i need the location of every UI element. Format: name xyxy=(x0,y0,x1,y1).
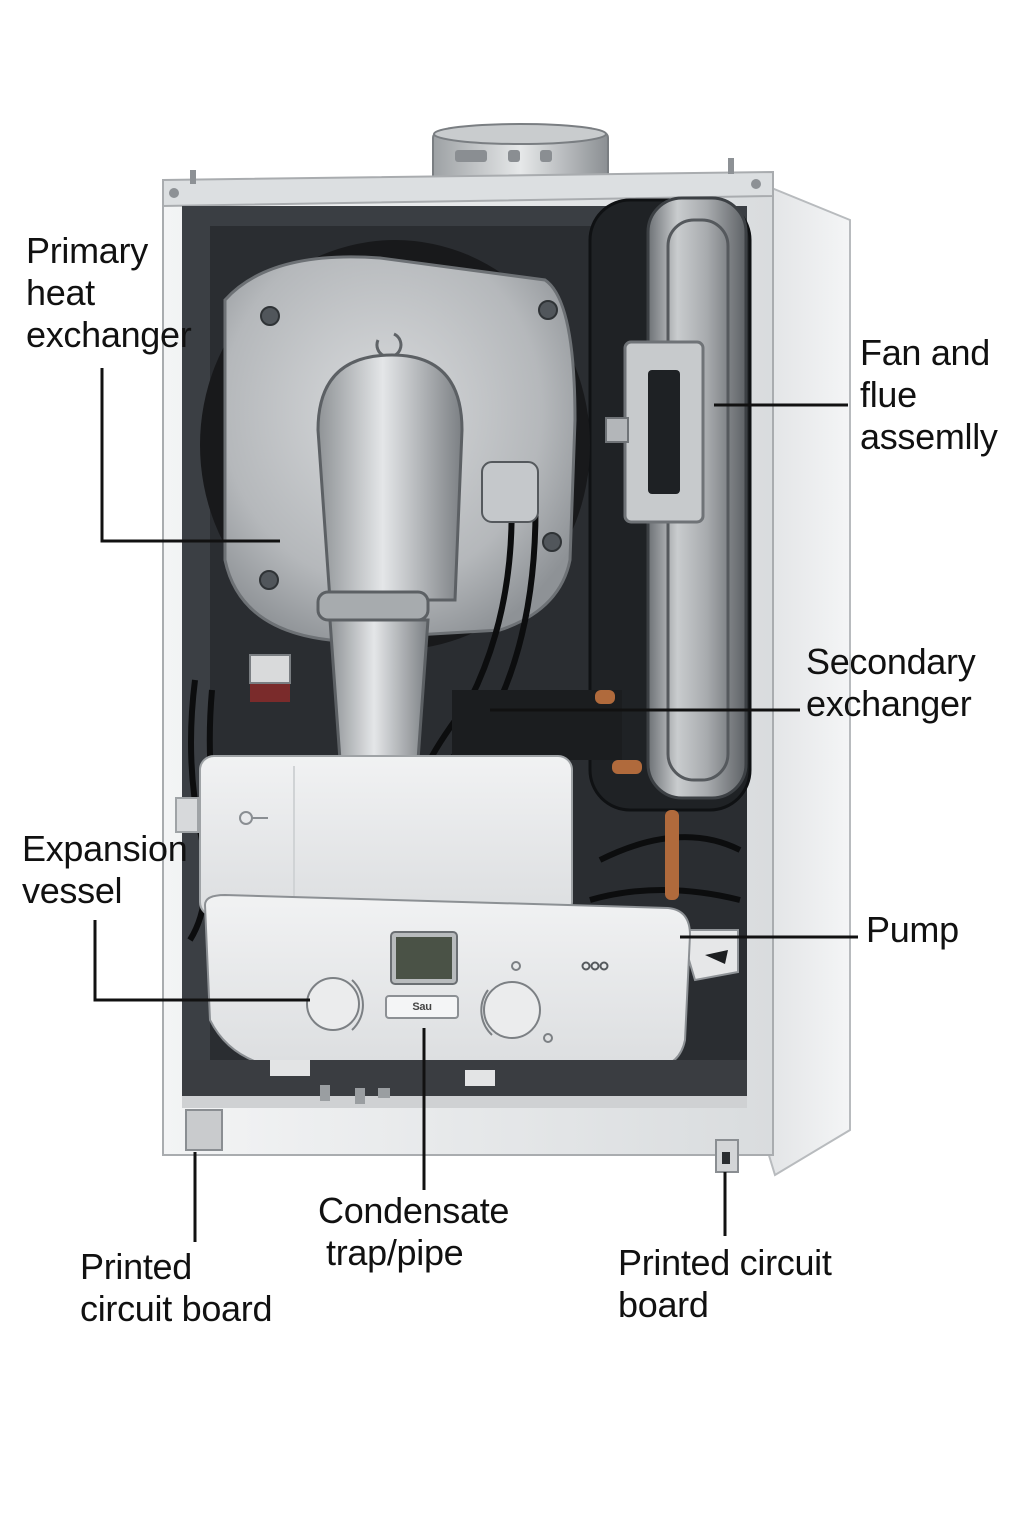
upper-panel-box xyxy=(175,755,573,917)
lower-components xyxy=(249,654,679,900)
label-line: trap/pipe xyxy=(326,1232,464,1273)
label-line: exchanger xyxy=(26,314,192,355)
label-brand-badge: Sau xyxy=(412,1001,432,1013)
bottom-connections xyxy=(182,1060,747,1173)
label-pcb-right: Printed circuit board xyxy=(618,1242,832,1326)
label-line: Fan and xyxy=(860,332,990,373)
label-pump: Pump xyxy=(866,909,959,951)
label-line: Secondary xyxy=(806,641,976,682)
label-line: heat xyxy=(26,272,95,313)
label-line: Printed circuit xyxy=(618,1242,832,1283)
flue-collar xyxy=(432,123,609,185)
pump-bracket xyxy=(678,929,739,982)
label-secondary-exchanger: Secondary exchanger xyxy=(806,641,976,725)
label-line: Condensate xyxy=(318,1190,510,1231)
elbow-pipe xyxy=(316,353,464,762)
label-line: Pump xyxy=(866,909,959,950)
leader-lines xyxy=(93,368,858,1242)
label-line: exchanger xyxy=(806,683,972,724)
label-line: flue xyxy=(860,374,917,415)
leader-primary-heat-exchanger xyxy=(100,368,280,543)
label-primary-heat-exchanger: Primary heat exchanger xyxy=(26,230,192,356)
label-condensate-trap: Condensate trap/pipe xyxy=(318,1190,509,1274)
label-line: circuit board xyxy=(80,1288,273,1329)
label-line: Primary xyxy=(26,230,148,271)
leader-expansion-vessel xyxy=(93,920,310,1002)
label-line: Expansion xyxy=(22,828,188,869)
label-expansion-vessel: Expansion vessel xyxy=(22,828,188,912)
label-fan-and-flue: Fan and flue assemlly xyxy=(860,332,998,458)
label-line: Printed xyxy=(80,1246,192,1287)
label-line: assemlly xyxy=(860,416,998,457)
label-line: vessel xyxy=(22,870,123,911)
label-pcb-left: Printed circuit board xyxy=(80,1246,272,1330)
label-line: board xyxy=(618,1284,709,1325)
fan-flue-assembly xyxy=(588,196,752,812)
control-panel-body xyxy=(203,893,692,1069)
